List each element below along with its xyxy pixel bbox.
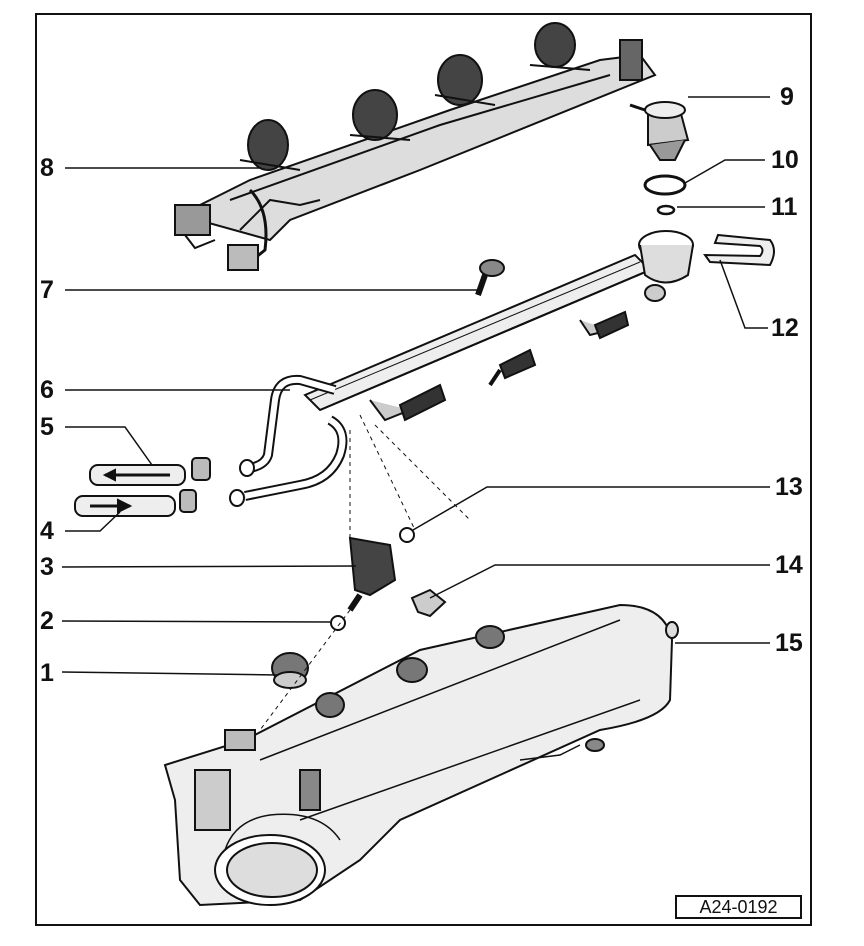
callout-11: 11	[771, 193, 798, 221]
o-ring-small	[656, 204, 676, 216]
hose-connector-4	[74, 489, 197, 517]
seal-ring-2	[330, 615, 346, 631]
leader-1	[61, 671, 279, 676]
fuel-hoses	[229, 374, 348, 507]
coil-rail-assembly	[174, 53, 657, 272]
coil-packs	[239, 22, 643, 171]
callout-9: 9	[780, 83, 794, 111]
leader-3	[61, 565, 357, 568]
fuel-rail	[303, 230, 694, 422]
callout-13: 13	[775, 473, 803, 501]
leader-5	[65, 426, 153, 466]
plug-cap	[271, 652, 309, 689]
o-ring-large	[643, 174, 687, 196]
callout-15: 15	[775, 629, 803, 657]
hose-connector-5	[89, 457, 211, 486]
intake-manifold	[163, 603, 679, 907]
leader-14	[429, 564, 770, 599]
leader-12	[719, 259, 768, 329]
callout-10: 10	[771, 146, 799, 174]
seal-ring-13	[399, 527, 415, 543]
callout-14: 14	[775, 551, 803, 579]
leader-4	[65, 511, 121, 532]
alignment-lines	[259, 414, 471, 731]
leader-lines	[61, 96, 770, 676]
callout-5: 5	[40, 413, 54, 441]
leader-2	[61, 620, 331, 623]
callout-8: 8	[40, 154, 54, 182]
fuel-injector	[347, 536, 397, 612]
rail-injectors	[398, 310, 630, 422]
mounting-bolt	[475, 259, 505, 296]
callout-12: 12	[771, 314, 799, 342]
pressure-regulator	[629, 101, 690, 161]
leader-13	[412, 486, 770, 531]
leader-10	[684, 159, 765, 184]
reference-code: A24-0192	[675, 895, 802, 919]
retaining-clip	[703, 233, 775, 267]
callout-6: 6	[40, 376, 54, 404]
callout-1: 1	[40, 659, 54, 687]
callout-3: 3	[40, 553, 54, 581]
injector-clip	[410, 588, 447, 618]
callout-2: 2	[40, 607, 54, 635]
callout-4: 4	[40, 517, 54, 545]
callout-7: 7	[40, 276, 54, 304]
